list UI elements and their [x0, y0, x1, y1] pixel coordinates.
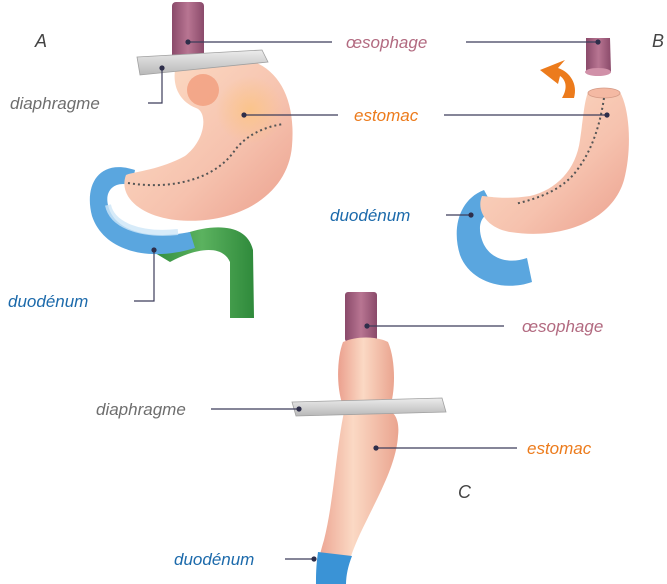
label-duodenum-b: duodénum	[330, 206, 410, 226]
label-oesophage-c: œsophage	[522, 317, 603, 337]
label-estomac-c: estomac	[527, 439, 591, 459]
label-estomac-a: estomac	[354, 106, 418, 126]
esophagus-c	[345, 292, 377, 342]
label-duodenum-c: duodénum	[174, 550, 254, 570]
label-oesophage-a: œsophage	[346, 33, 427, 53]
panel-a-illustration	[90, 2, 293, 318]
panel-b-illustration	[457, 38, 629, 286]
stomach-fundus-highlight	[187, 74, 219, 106]
diaphragm-c	[292, 398, 446, 416]
label-diaphragme-a: diaphragme	[10, 94, 100, 114]
leader-duodenum-a	[134, 250, 154, 301]
label-duodenum-a: duodénum	[8, 292, 88, 312]
panel-c-illustration	[292, 292, 446, 584]
stomach-b	[480, 89, 629, 234]
duodenum-c	[316, 552, 352, 584]
panel-letter-c: C	[458, 482, 471, 502]
panel-letter-a: A	[35, 31, 47, 51]
panel-letter-b: B	[652, 31, 664, 51]
label-diaphragme-c: diaphragme	[96, 400, 186, 420]
rotation-arrow	[540, 60, 575, 98]
